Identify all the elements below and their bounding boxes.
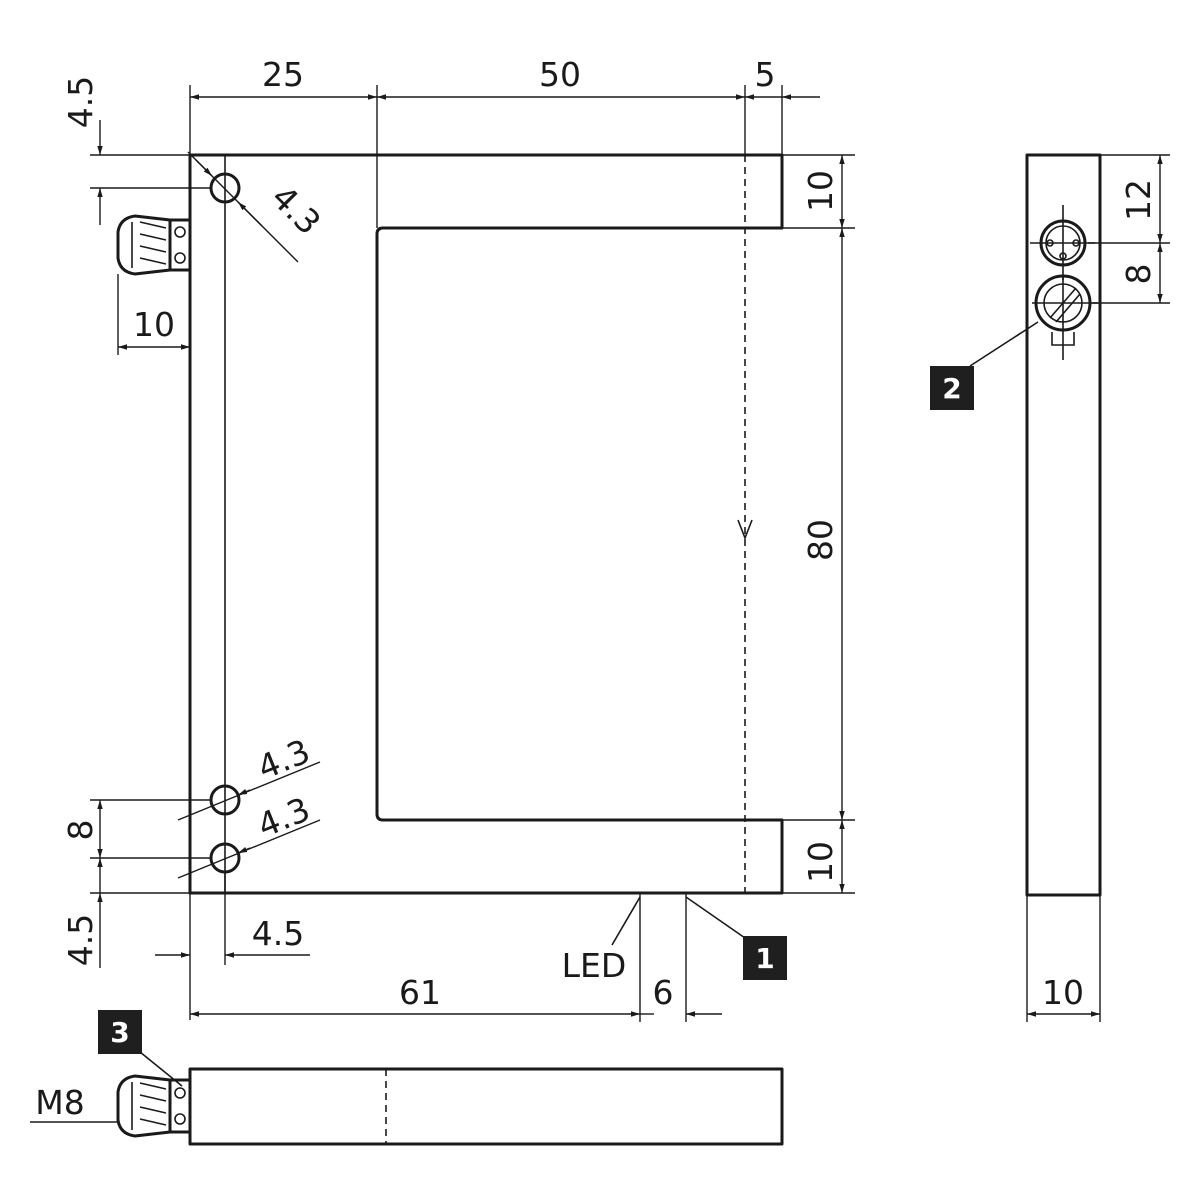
mounting-hole-middle <box>209 784 241 816</box>
bottom-view: M8 3 <box>30 1010 784 1146</box>
dim-4-3-middle: 4.3 <box>252 731 315 787</box>
side-view: 12 8 2 10 <box>930 153 1170 1022</box>
fork-body-outline <box>188 153 784 895</box>
connector-front <box>116 214 192 276</box>
callout-1-badge <box>743 936 787 980</box>
dim-5: 5 <box>755 55 776 94</box>
dimensions-right: 10 80 10 <box>782 154 855 894</box>
callout-2-badge <box>930 366 974 410</box>
led-leader <box>611 896 641 946</box>
callout-3-label: 3 <box>110 1016 129 1049</box>
dim-4-5-bottom: 4.5 <box>252 914 304 953</box>
dimensions-top: 25 50 5 <box>189 55 820 228</box>
dim-25: 25 <box>262 55 304 94</box>
bottom-view-body <box>188 1067 784 1146</box>
callout-2-leader <box>969 321 1039 367</box>
dim-4-3-bottom: 4.3 <box>252 789 315 845</box>
dim-50: 50 <box>539 55 581 94</box>
dim-61: 61 <box>399 973 441 1012</box>
side-view-body <box>1025 153 1102 897</box>
dim-10-connector: 10 <box>133 305 175 344</box>
dim-4-5-top: 4.5 <box>61 76 100 128</box>
dim-6: 6 <box>653 973 674 1012</box>
dim-4-3-top: 4.3 <box>264 178 329 243</box>
led-label: LED <box>562 946 627 985</box>
dim-10-side: 10 <box>1042 973 1084 1012</box>
dimensions-left-top: 4.5 4.3 10 <box>61 76 328 355</box>
dim-12-side: 12 <box>1119 179 1158 221</box>
callout-3-leader <box>139 1051 183 1087</box>
dim-80: 80 <box>801 519 840 561</box>
dim-8-side: 8 <box>1119 264 1158 285</box>
dim-8-left: 8 <box>61 820 100 841</box>
dim-10-right-bottom: 10 <box>801 841 840 883</box>
callout-3-badge <box>98 1010 142 1054</box>
front-view <box>116 153 784 895</box>
beam-direction-arrow <box>737 519 753 541</box>
dim-10-right-top: 10 <box>801 170 840 212</box>
side-potentiometer <box>1032 274 1098 360</box>
callout-2-label: 2 <box>942 372 961 405</box>
connector-bottom <box>116 1074 192 1138</box>
m8-label: M8 <box>35 1083 84 1122</box>
dim-4-5-left-bottom: 4.5 <box>61 914 100 966</box>
side-connector <box>1030 205 1095 280</box>
mounting-hole-top <box>209 172 241 204</box>
callout-1-label: 1 <box>755 942 774 975</box>
callout-1-leader <box>685 896 746 939</box>
dimensions-bottom: 61 6 LED 1 <box>190 893 787 1022</box>
